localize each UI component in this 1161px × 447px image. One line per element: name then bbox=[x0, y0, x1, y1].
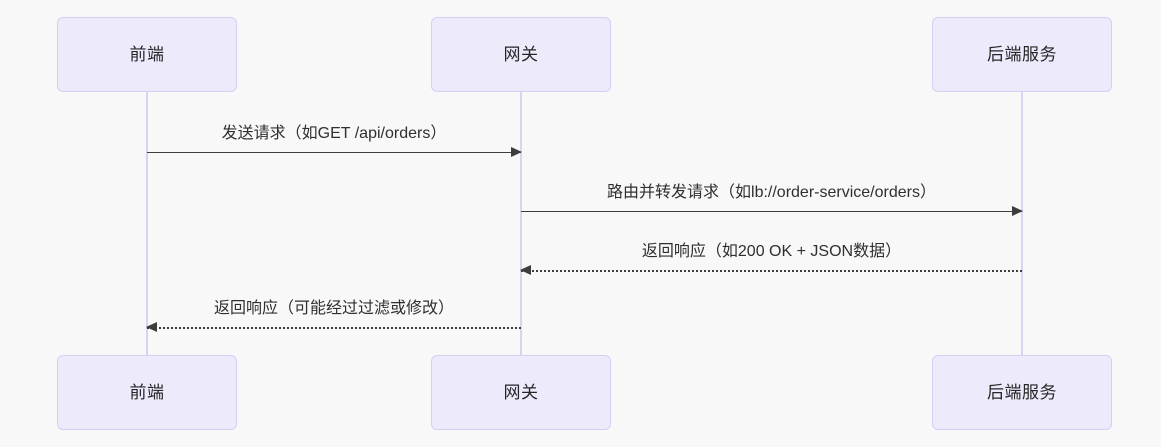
message-2-line bbox=[521, 211, 1022, 212]
message-4-line bbox=[147, 327, 521, 329]
actor-label-backend-top: 后端服务 bbox=[987, 45, 1057, 64]
message-3-line bbox=[521, 270, 1022, 272]
message-1-line bbox=[147, 152, 521, 153]
arrowhead-left-icon bbox=[146, 322, 157, 332]
actor-box-gateway-top[interactable]: 网关 bbox=[431, 17, 611, 92]
arrowhead-right-icon bbox=[1012, 206, 1023, 216]
actor-box-frontend-top[interactable]: 前端 bbox=[57, 17, 237, 92]
actor-box-backend-bottom[interactable]: 后端服务 bbox=[932, 355, 1112, 430]
actor-label-gateway-top: 网关 bbox=[503, 45, 539, 64]
lifeline-backend bbox=[1021, 92, 1023, 355]
actor-box-backend-top[interactable]: 后端服务 bbox=[932, 17, 1112, 92]
actor-label-frontend-bottom: 前端 bbox=[129, 383, 165, 402]
lifeline-gateway bbox=[520, 92, 522, 355]
message-1-label: 发送请求（如GET /api/orders） bbox=[221, 124, 447, 142]
message-2-label: 路由并转发请求（如lb://order-service/orders） bbox=[607, 183, 936, 201]
actor-box-frontend-bottom[interactable]: 前端 bbox=[57, 355, 237, 430]
message-3-label: 返回响应（如200 OK + JSON数据） bbox=[641, 242, 902, 260]
arrowhead-right-icon bbox=[511, 147, 522, 157]
actor-label-frontend-top: 前端 bbox=[129, 45, 165, 64]
actor-label-backend-bottom: 后端服务 bbox=[987, 383, 1057, 402]
actor-label-gateway-bottom: 网关 bbox=[503, 383, 539, 402]
actor-box-gateway-bottom[interactable]: 网关 bbox=[431, 355, 611, 430]
message-4-label: 返回响应（可能经过过滤或修改） bbox=[213, 299, 454, 317]
arrowhead-left-icon bbox=[520, 265, 531, 275]
lifeline-frontend bbox=[146, 92, 148, 355]
